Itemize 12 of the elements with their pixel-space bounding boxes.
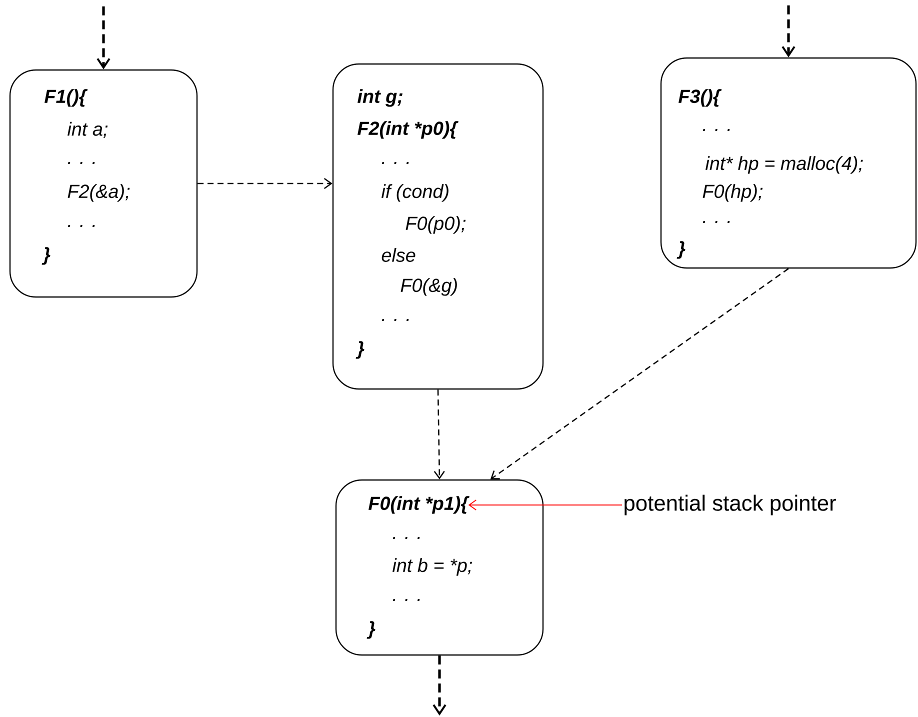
arrow	[490, 268, 789, 480]
code-box: F1(){ int a; . . . F2(&a); . . . }	[9, 69, 198, 298]
code-box: F0(int *p1){ . . . int b = *p; . . . }	[335, 479, 544, 656]
code-box: F3(){ . . . int* hp = malloc(4); F0(hp); . . . }	[660, 57, 917, 269]
code-box: int g; F2(int *p0){ . . . if (cond) F0(p0); else F0(&g) . . . }	[332, 63, 544, 390]
annotation-text: potential stack pointer	[624, 494, 836, 516]
arrow	[782, 5, 796, 58]
arrow	[96, 6, 110, 70]
arrow	[198, 178, 332, 189]
arrow	[434, 390, 445, 480]
arrow	[432, 656, 446, 716]
arrow	[468, 500, 622, 510]
